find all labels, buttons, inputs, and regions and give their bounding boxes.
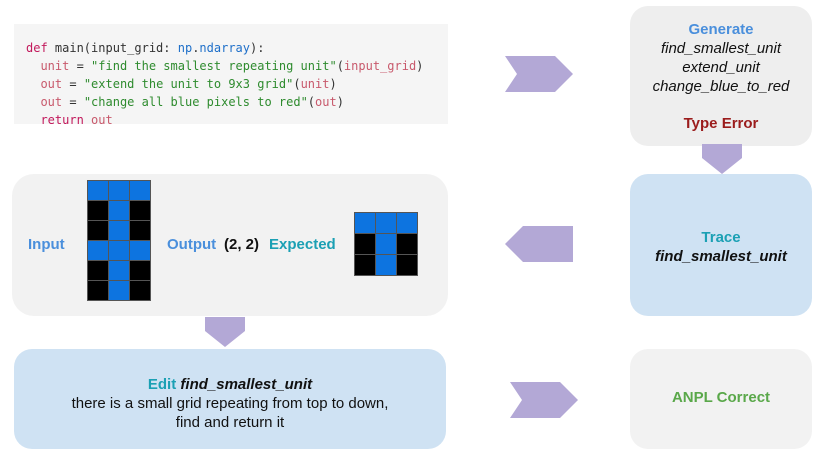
- grid-cell: [376, 234, 396, 254]
- grid-cell: [88, 281, 108, 300]
- grid-cell: [130, 201, 150, 220]
- type-error-label: Type Error: [683, 115, 759, 132]
- grid-cell: [130, 241, 150, 260]
- code-line: return out: [40, 113, 113, 127]
- edit-title: Edit: [147, 376, 177, 393]
- arrow-down-icon: [205, 317, 245, 347]
- grid-cell: [397, 234, 417, 254]
- trace-function: find_smallest_unit: [655, 248, 787, 265]
- code-line: out = "extend the unit to 9x3 grid"(unit…: [40, 77, 337, 91]
- output-label: Output: [167, 236, 217, 253]
- code-line: unit = "find the smallest repeating unit…: [40, 59, 424, 73]
- generate-title: Generate: [688, 21, 754, 38]
- grid-cell: [355, 234, 375, 254]
- arrow-right-icon: [505, 56, 573, 92]
- edit-description-line1: there is a small grid repeating from top…: [71, 395, 389, 412]
- generate-item: find_smallest_unit: [660, 40, 782, 57]
- io-comparison-box: Input Output (2, 2) Expected: [12, 174, 448, 316]
- code-block: def main(input_grid: np.ndarray): unit =…: [14, 24, 448, 127]
- generate-item: change_blue_to_red: [652, 78, 790, 95]
- grid-cell: [88, 181, 108, 200]
- edit-description-line2: find and return it: [175, 414, 285, 431]
- anpl-correct-box: ANPL Correct: [630, 349, 812, 449]
- edit-function: find_smallest_unit: [180, 376, 313, 393]
- expected-label: Expected: [269, 236, 336, 253]
- grid-cell: [109, 181, 129, 200]
- expected-grid: [354, 212, 418, 276]
- grid-cell: [130, 281, 150, 300]
- code-line: out = "change all blue pixels to red"(ou…: [40, 95, 344, 109]
- anpl-correct-label: ANPL Correct: [671, 389, 771, 406]
- grid-cell: [88, 261, 108, 280]
- grid-cell: [376, 255, 396, 275]
- grid-cell: [109, 241, 129, 260]
- input-grid: [87, 180, 151, 301]
- grid-cell: [355, 255, 375, 275]
- grid-cell: [109, 261, 129, 280]
- grid-cell: [109, 201, 129, 220]
- arrow-left-icon: [505, 226, 573, 262]
- edit-box: Edit find_smallest_unit there is a small…: [14, 349, 446, 449]
- grid-cell: [397, 255, 417, 275]
- grid-cell: [88, 241, 108, 260]
- grid-cell: [355, 213, 375, 233]
- code-line: def main(input_grid: np.ndarray):: [26, 41, 265, 55]
- generate-box: Generate find_smallest_unit extend_unit …: [630, 6, 812, 146]
- grid-cell: [88, 221, 108, 240]
- grid-cell: [376, 213, 396, 233]
- input-label: Input: [28, 236, 65, 253]
- generate-item: extend_unit: [682, 59, 760, 76]
- grid-cell: [88, 201, 108, 220]
- output-value: (2, 2): [224, 236, 260, 253]
- grid-cell: [109, 221, 129, 240]
- trace-box: Trace find_smallest_unit: [630, 174, 812, 316]
- grid-cell: [130, 221, 150, 240]
- grid-cell: [130, 181, 150, 200]
- grid-cell: [109, 281, 129, 300]
- arrow-down-icon: [702, 144, 742, 174]
- grid-cell: [130, 261, 150, 280]
- trace-title: Trace: [701, 229, 741, 246]
- arrow-right-icon: [510, 382, 578, 418]
- grid-cell: [397, 213, 417, 233]
